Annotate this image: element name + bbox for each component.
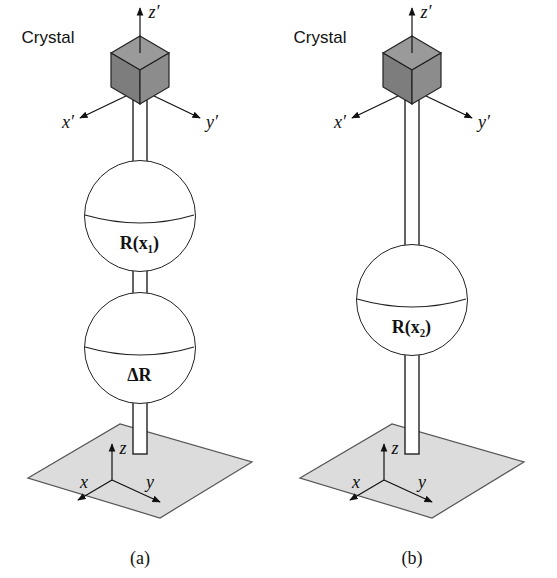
equator-line: [85, 347, 194, 355]
axis-z: [383, 444, 384, 480]
sphere: R(x₂): [356, 244, 468, 356]
panel-a: [28, 8, 252, 518]
panel-label: (b): [402, 548, 423, 569]
axis-label: z′: [421, 2, 432, 23]
axis-label: x′: [334, 112, 346, 133]
axis-label: y′: [478, 112, 490, 133]
rod: [133, 100, 147, 162]
sphere-label: ΔR: [127, 365, 151, 386]
axis-label: x: [352, 472, 360, 493]
rod: [405, 354, 419, 454]
equator-line: [85, 215, 194, 223]
part-label: Crystal: [22, 28, 75, 48]
sphere-equator: [85, 293, 197, 405]
axis-y-prime: [426, 96, 472, 118]
rod-connector: [133, 270, 147, 294]
sphere: ΔR: [84, 292, 196, 404]
part-label: Crystal: [294, 28, 347, 48]
axis-label: z: [119, 438, 126, 459]
axis-label: y′: [206, 112, 218, 133]
sphere: R(x₁): [84, 160, 196, 272]
axis-label: y: [146, 472, 154, 493]
axis-z-prime: [139, 8, 140, 53]
axis-x-prime: [80, 96, 126, 118]
sphere-label: R(x₁): [120, 233, 159, 254]
sphere-equator: [357, 245, 469, 357]
axis-y-prime: [154, 96, 200, 118]
sphere-label: R(x₂): [392, 317, 431, 338]
equator-line: [357, 299, 466, 307]
rod: [133, 402, 147, 454]
axis-label: x: [80, 472, 88, 493]
axis-z: [111, 444, 112, 480]
sphere-equator: [85, 161, 197, 273]
rod: [405, 100, 419, 246]
axis-z-prime: [411, 8, 412, 53]
panel-label: (a): [130, 548, 150, 569]
axis-label: z: [391, 438, 398, 459]
axis-label: y: [418, 472, 426, 493]
panel-b: [300, 8, 524, 518]
axis-label: z′: [149, 2, 160, 23]
axis-x-prime: [352, 96, 398, 118]
axis-label: x′: [62, 112, 74, 133]
